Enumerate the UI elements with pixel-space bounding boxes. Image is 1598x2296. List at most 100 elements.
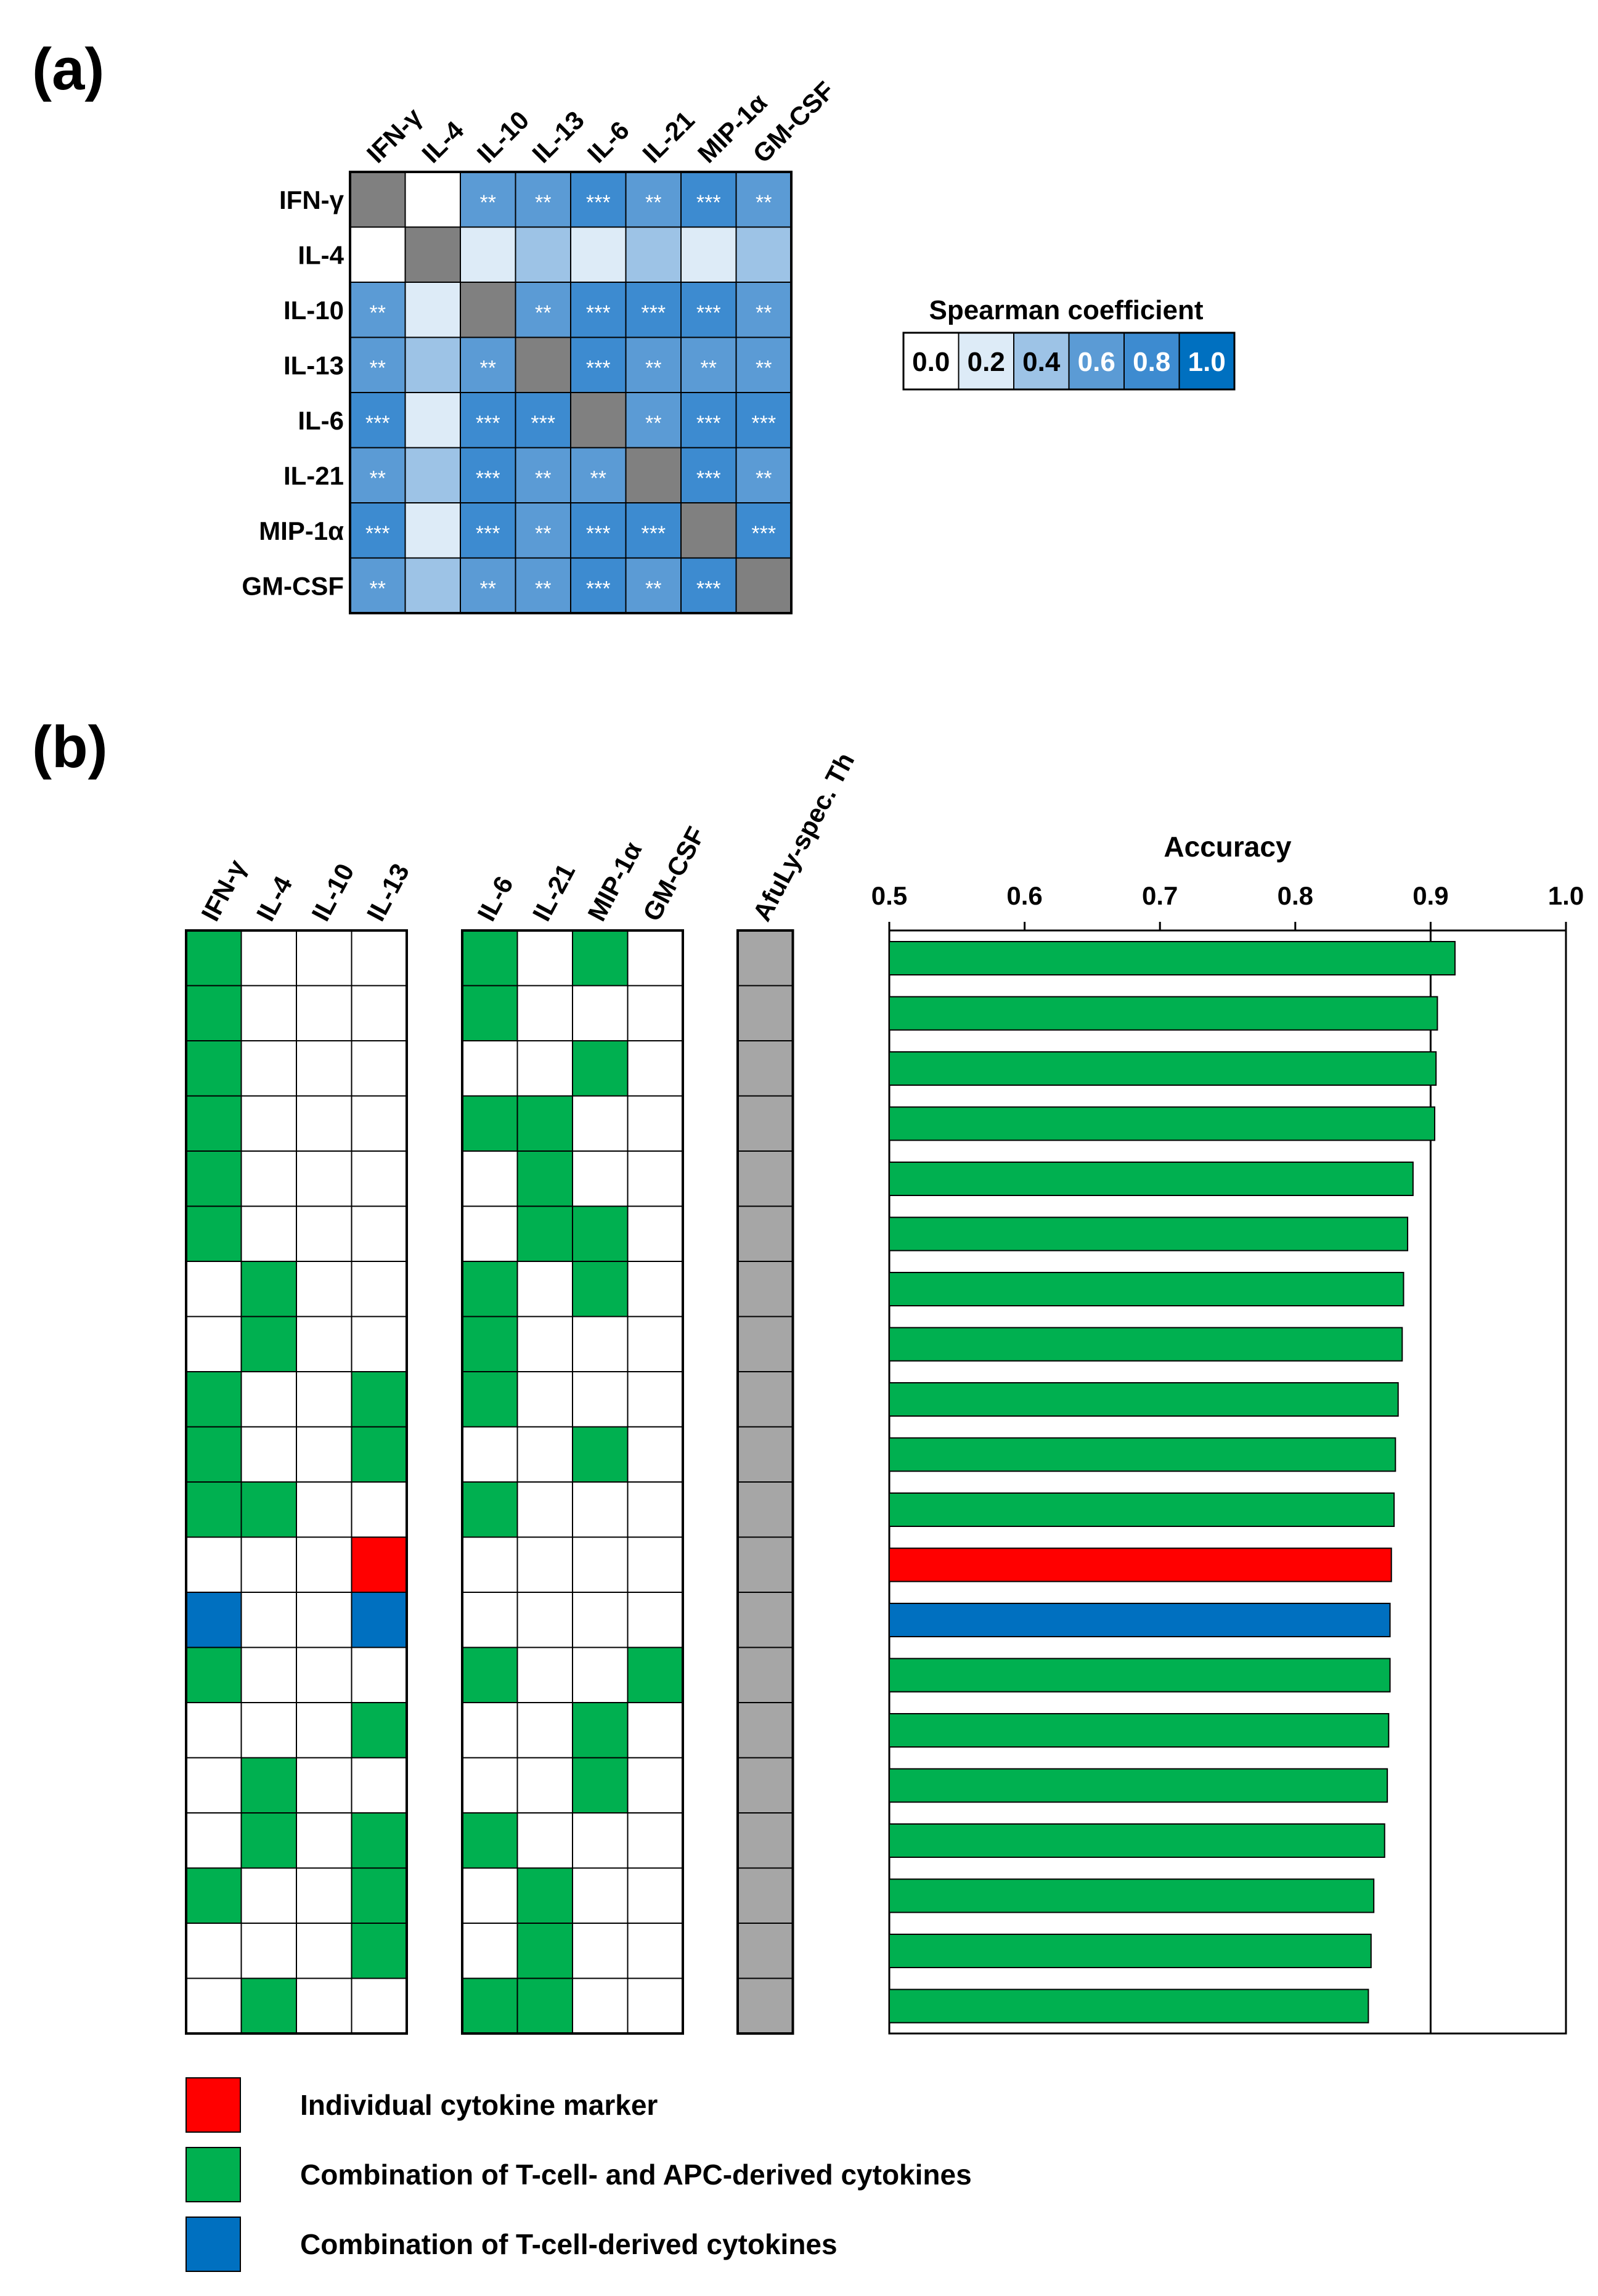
grid-cell-gm-csf-row-8 xyxy=(627,1316,683,1372)
grid-cell-ifn-row-8 xyxy=(185,1316,242,1372)
accuracy-bar-17 xyxy=(889,1823,1385,1858)
grid-cell-il-21-row-19 xyxy=(516,1923,573,1979)
heatmap-cell-gm-csf-x-il-6 xyxy=(570,557,627,614)
grid-cell-gm-csf-row-3 xyxy=(627,1040,683,1097)
heatmap-cell-il-13-x-il-4 xyxy=(404,336,461,393)
grid-cell-il-13-row-1 xyxy=(351,930,407,987)
significance-mark-mip-1-x-gm-csf: *** xyxy=(751,522,776,545)
grid-cell-ifn-row-11 xyxy=(185,1481,242,1538)
grid-cell-gm-csf-row-20 xyxy=(627,1977,683,2034)
grid-cell-il-4-row-13 xyxy=(240,1592,297,1648)
grid-cell-mip-1-row-2 xyxy=(572,985,629,1041)
heatmap-cell-il-13-x-mip-1 xyxy=(680,336,737,393)
grid-cell-gm-csf-row-18 xyxy=(627,1867,683,1924)
grid-cell-il-13-row-19 xyxy=(351,1923,407,1979)
significance-mark-ifn-x-gm-csf: ** xyxy=(756,191,772,214)
significance-mark-mip-1-x-il-10: *** xyxy=(476,522,500,545)
grid-cell-gm-csf-row-13 xyxy=(627,1592,683,1648)
heatmap-cell-gm-csf-x-mip-1 xyxy=(680,557,737,614)
grid-cell-il-21-row-2 xyxy=(516,985,573,1041)
column-label-gm-csf: GM-CSF xyxy=(747,76,839,168)
grid-column-label-gm-csf: GM-CSF xyxy=(637,822,711,926)
grid-cell-ifn-row-14 xyxy=(185,1647,242,1703)
significance-mark-ifn-x-il-6: *** xyxy=(586,191,611,214)
heatmap-cell-il-4-x-il-6 xyxy=(570,226,627,283)
grid-cell-il-6-row-17 xyxy=(462,1812,518,1869)
panel-label-a: (a) xyxy=(32,36,104,102)
grid-cell-ifn-row-12 xyxy=(185,1536,242,1593)
heatmap-cell-il-13-x-gm-csf xyxy=(735,336,792,393)
significance-mark-il-21-x-il-13: ** xyxy=(535,466,551,490)
significance-mark-ifn-x-il-13: ** xyxy=(535,191,551,214)
grid-cell-il-10-row-7 xyxy=(296,1261,353,1317)
grid-cell-il-4-row-14 xyxy=(240,1647,297,1703)
grid-frame-1 xyxy=(185,929,408,2035)
grid-cell-il-13-row-3 xyxy=(351,1040,407,1097)
grid-cell-afuly-spec-th-row-17 xyxy=(737,1812,794,1869)
accuracy-bar-6 xyxy=(889,1216,1409,1252)
grid-cell-il-10-row-1 xyxy=(296,930,353,987)
column-label-il-10: IL-10 xyxy=(471,105,535,169)
scale-label-0-2: 0.2 xyxy=(968,347,1005,377)
grid-cell-afuly-spec-th-row-16 xyxy=(737,1757,794,1814)
grid-cell-il-10-row-11 xyxy=(296,1481,353,1538)
grid-cell-il-21-row-4 xyxy=(516,1095,573,1152)
accuracy-bar-9 xyxy=(889,1382,1399,1417)
grid-cell-il-4-row-6 xyxy=(240,1205,297,1262)
heatmap-cell-il-6-x-il-13 xyxy=(515,392,571,449)
grid-cell-ifn-row-3 xyxy=(185,1040,242,1097)
grid-cell-afuly-spec-th-row-3 xyxy=(737,1040,794,1097)
significance-mark-il-21-x-ifn: ** xyxy=(370,466,386,490)
grid-cell-il-10-row-20 xyxy=(296,1977,353,2034)
heatmap-cell-il-21-x-mip-1 xyxy=(680,447,737,503)
heatmap-cell-il-10-x-gm-csf xyxy=(735,282,792,338)
grid-cell-il-10-row-16 xyxy=(296,1757,353,1814)
grid-cell-afuly-spec-th-row-5 xyxy=(737,1150,794,1207)
heatmap-cell-mip-1-x-gm-csf xyxy=(735,502,792,559)
significance-mark-il-21-x-il-10: *** xyxy=(476,466,500,490)
correlation-heatmap: ****************************************… xyxy=(242,76,840,614)
grid-cell-il-13-row-16 xyxy=(351,1757,407,1814)
grid-cell-afuly-spec-th-row-10 xyxy=(737,1426,794,1483)
significance-mark-mip-1-x-il-13: ** xyxy=(535,522,551,545)
grid-cell-gm-csf-row-16 xyxy=(627,1757,683,1814)
grid-cell-il-21-row-9 xyxy=(516,1371,573,1428)
scale-label-0-0: 0.0 xyxy=(912,347,950,377)
grid-cell-il-10-row-3 xyxy=(296,1040,353,1097)
grid-cell-il-10-row-6 xyxy=(296,1205,353,1262)
grid-cell-mip-1-row-15 xyxy=(572,1702,629,1759)
heatmap-cell-il-6-x-il-6 xyxy=(570,392,627,449)
significance-mark-il-13-x-il-6: *** xyxy=(586,356,611,380)
significance-mark-gm-csf-x-ifn: ** xyxy=(370,577,386,600)
heatmap-cell-il-4-x-mip-1 xyxy=(680,226,737,283)
grid-cell-afuly-spec-th-row-19 xyxy=(737,1923,794,1979)
row-label-mip-1: MIP-1α xyxy=(259,516,344,545)
grid-cell-afuly-spec-th-row-14 xyxy=(737,1647,794,1703)
significance-mark-gm-csf-x-il-6: *** xyxy=(586,577,611,600)
grid-cell-il-6-row-7 xyxy=(462,1261,518,1317)
heatmap-cell-il-6-x-il-10 xyxy=(460,392,516,449)
grid-cell-il-13-row-15 xyxy=(351,1702,407,1759)
grid-cell-mip-1-row-13 xyxy=(572,1592,629,1648)
grid-cell-il-21-row-1 xyxy=(516,930,573,987)
grid-cell-ifn-row-6 xyxy=(185,1205,242,1262)
significance-mark-il-10-x-il-21: *** xyxy=(641,301,666,325)
significance-mark-ifn-x-mip-1: *** xyxy=(696,191,721,214)
grid-column-label-il-13: IL-13 xyxy=(361,859,415,926)
accuracy-bar-2 xyxy=(889,996,1438,1031)
grid-cell-afuly-spec-th-row-12 xyxy=(737,1536,794,1593)
grid-cell-gm-csf-row-4 xyxy=(627,1095,683,1152)
grid-cell-il-6-row-5 xyxy=(462,1150,518,1207)
grid-cell-il-6-row-18 xyxy=(462,1867,518,1924)
scale-label-1-0: 1.0 xyxy=(1188,347,1226,377)
grid-cell-mip-1-row-20 xyxy=(572,1977,629,2034)
x-tick-label-0-7: 0.7 xyxy=(1142,881,1178,910)
grid-cell-il-6-row-6 xyxy=(462,1205,518,1262)
grid-cell-il-4-row-17 xyxy=(240,1812,297,1869)
grid-cell-mip-1-row-7 xyxy=(572,1261,629,1317)
grid-cell-mip-1-row-4 xyxy=(572,1095,629,1152)
heatmap-cell-il-4-x-il-10 xyxy=(460,226,516,283)
grid-cell-gm-csf-row-5 xyxy=(627,1150,683,1207)
grid-cell-il-4-row-11 xyxy=(240,1481,297,1538)
